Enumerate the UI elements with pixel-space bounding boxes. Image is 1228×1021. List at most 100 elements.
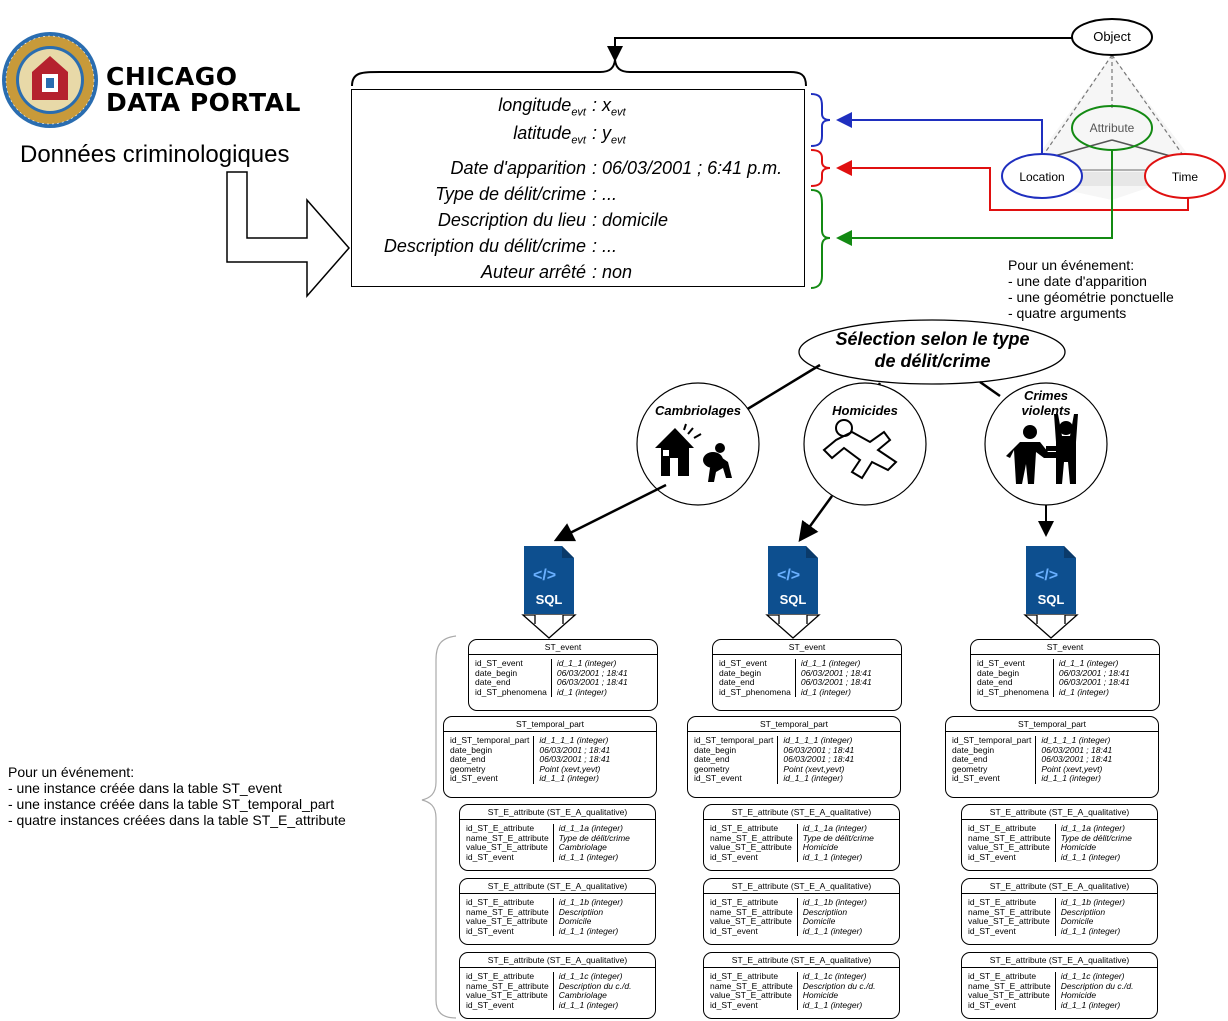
table-value: id_1_1a (integer) (1060, 823, 1125, 833)
table-value: Descriptiion (802, 906, 848, 917)
table-value: Cambriolage (558, 990, 607, 1000)
table-value: id_1_1 (integer) (558, 851, 619, 862)
time-arrow (836, 160, 1189, 211)
table-value: Homicide (802, 842, 839, 852)
record-label: Auteur arrêté (480, 262, 586, 282)
note-item: - une date d'apparition (1008, 273, 1147, 289)
object-to-record-arrow (607, 37, 1072, 62)
table-title: ST_E_attribute (ST_E_A_qualitative) (962, 805, 1157, 820)
table-value: Domicile (558, 916, 592, 926)
event-note: Pour un événement: - une date d'appariti… (1008, 257, 1174, 321)
burglary-icon (655, 423, 732, 482)
table-key: name_ST_E_attribute (710, 906, 793, 917)
table-value: id_1_1c (integer) (1060, 971, 1125, 981)
table-key: date_end (450, 754, 486, 764)
table-key: id_ST_temporal_part (450, 735, 530, 745)
table-title: ST_temporal_part (946, 717, 1158, 732)
location-brace (810, 93, 831, 147)
category-label: Homicides (832, 403, 898, 418)
table-key: name_ST_E_attribute (968, 906, 1051, 917)
table-key: id_ST_E_attribute (466, 971, 535, 981)
record-value: : y (592, 123, 612, 143)
table-key: name_ST_E_attribute (710, 832, 793, 843)
table-title: ST_E_attribute (ST_E_A_qualitative) (704, 879, 899, 894)
table-key: geometry (694, 763, 730, 774)
attribute-label: Attribute (1089, 121, 1135, 135)
table-value: Description du c./d. (558, 980, 632, 991)
table-value: id_1_1a (integer) (558, 823, 623, 833)
table-value: id_1_1b (integer) (802, 897, 867, 907)
table-key: id_ST_E_attribute (710, 897, 779, 907)
category-label-line: violents (1021, 403, 1071, 418)
table-value: Description du c./d. (1060, 980, 1134, 991)
table-key: date_begin (475, 667, 518, 678)
table-value: Domicile (802, 916, 836, 926)
table-key: name_ST_E_attribute (710, 980, 793, 991)
table-value: Type de délit/crime (802, 832, 874, 843)
record-value: : ... (592, 236, 618, 256)
homicide-icon (822, 419, 898, 480)
record-label: Type de délit/crime (435, 184, 586, 204)
category-label: Cambriolages (655, 403, 741, 418)
note-item: - quatre arguments (1008, 305, 1127, 321)
note-title: Pour un événement: (8, 764, 135, 780)
table-value: id_1 (integer) (1058, 686, 1109, 697)
attribute-brace (810, 189, 831, 289)
table-key: value_ST_E_attribute (466, 916, 548, 926)
table-title: ST_event (713, 640, 901, 655)
table-value: Point (xevt,yevt) (539, 763, 601, 774)
table-key: date_begin (977, 667, 1020, 678)
table-value: id_1_1 (integer) (556, 658, 617, 668)
record-label: latitude (513, 123, 572, 143)
table-value: id_1_1 (integer) (558, 925, 619, 936)
svg-text:</>: </> (777, 567, 800, 584)
location-arrow (836, 112, 1043, 154)
table-key: id_ST_phenomena (977, 686, 1049, 697)
table-key: id_ST_E_attribute (968, 897, 1037, 907)
tables-brace (421, 635, 457, 1019)
table-key: date_begin (694, 744, 737, 755)
sql-doc-icon: </> (521, 546, 577, 639)
note-item: - une géométrie ponctuelle (1008, 289, 1174, 305)
table-value: 06/03/2001 ; 18:41 (1041, 754, 1113, 764)
note-item: - une instance créée dans la table ST_ev… (8, 780, 282, 796)
table-key: id_ST_event (710, 999, 758, 1010)
table-title: ST_E_attribute (ST_E_A_qualitative) (962, 953, 1157, 968)
table-key: id_ST_event (968, 999, 1016, 1010)
table-value: id_1_1 (integer) (1060, 925, 1121, 936)
record-label-sub: evt (571, 134, 586, 147)
sql-label: SQL (1037, 592, 1065, 607)
object-node (1071, 18, 1153, 56)
logo-line2: DATA PORTAL (106, 88, 301, 117)
table-value: Descriptiion (1060, 906, 1106, 917)
table-key: date_end (719, 677, 755, 687)
table-value: id_1_1 (integer) (802, 925, 863, 936)
table-value: id_1_1 (integer) (802, 851, 863, 862)
table-key: id_ST_event (968, 851, 1016, 862)
note-title: Pour un événement: (1008, 257, 1135, 273)
st-e-attribute-table: ST_E_attribute (ST_E_A_qualitative)id_ST… (703, 804, 900, 871)
time-brace (810, 149, 831, 187)
table-value: Descriptiion (558, 906, 604, 917)
table-key: name_ST_E_attribute (968, 980, 1051, 991)
